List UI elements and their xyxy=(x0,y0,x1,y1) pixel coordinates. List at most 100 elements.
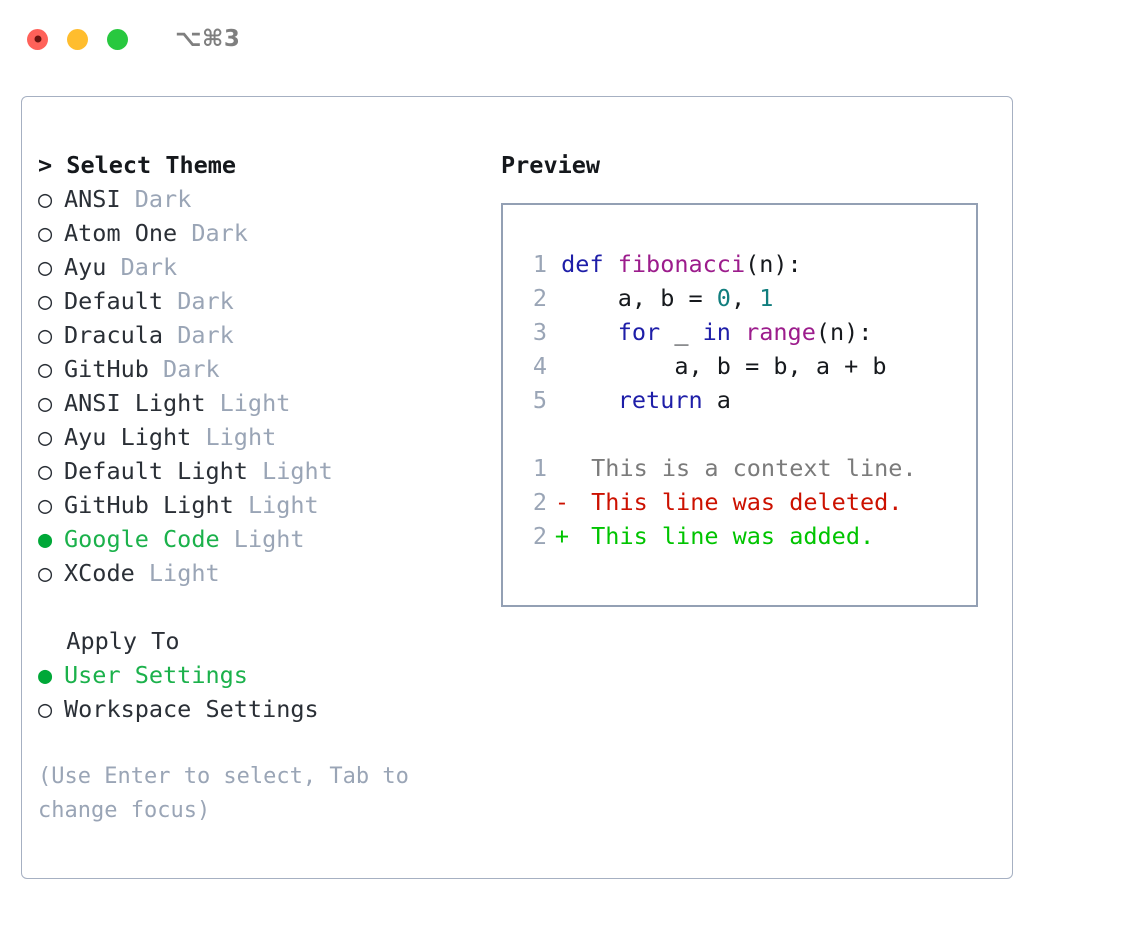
diff-line-number: 1 xyxy=(532,454,547,482)
diff-spacer xyxy=(503,417,976,451)
radio-unselected-icon: ○ xyxy=(38,253,53,281)
radio-unselected-icon: ○ xyxy=(38,219,53,247)
close-window-icon[interactable] xyxy=(27,28,48,50)
theme-option-github[interactable]: ○GitHub Dark xyxy=(38,352,498,386)
theme-option-variant-badge: Light xyxy=(148,559,220,587)
section-spacer xyxy=(38,590,498,624)
code-token-pl: a xyxy=(702,386,731,414)
code-token-kw: return xyxy=(617,386,703,414)
theme-option-xcode[interactable]: ○XCode Light xyxy=(38,556,498,590)
radio-unselected-icon: ○ xyxy=(38,457,53,485)
radio-unselected-icon: ○ xyxy=(38,695,53,723)
maximize-window-icon[interactable] xyxy=(107,28,128,50)
radio-selected-icon: ● xyxy=(38,525,53,553)
theme-option-label: ANSI xyxy=(64,185,121,213)
theme-option-ansi[interactable]: ○ANSI Dark xyxy=(38,182,498,216)
code-token-pl xyxy=(561,318,618,346)
code-token-pl: , xyxy=(730,284,760,312)
diff-line-add: 2+ This line was added. xyxy=(503,519,976,553)
code-token-pl: _ xyxy=(660,318,703,346)
theme-option-variant-badge: Dark xyxy=(191,219,248,247)
code-line: 2 a, b = 0, 1 xyxy=(503,281,976,315)
minimize-window-icon[interactable] xyxy=(67,28,88,50)
radio-selected-icon: ● xyxy=(38,661,53,689)
code-token-pl: a, b = b, a + b xyxy=(561,352,887,380)
left-column: > Select Theme ○ANSI Dark○Atom One Dark○… xyxy=(38,148,498,828)
main-panel: > Select Theme ○ANSI Dark○Atom One Dark○… xyxy=(21,96,1013,879)
apply-to-option-label: User Settings xyxy=(64,661,248,689)
apply-to-header: Apply To xyxy=(38,627,180,655)
code-line-number: 1 xyxy=(532,250,547,278)
keyboard-hint-text: (Use Enter to select, Tab to change focu… xyxy=(38,764,423,823)
diff-line-del: 2- This line was deleted. xyxy=(503,485,976,519)
code-token-pl xyxy=(604,250,618,278)
code-token-fn: range xyxy=(745,318,816,346)
theme-option-default-light[interactable]: ○ Default Light Light xyxy=(38,454,498,488)
code-line-number: 3 xyxy=(532,318,547,346)
theme-option-atom-one[interactable]: ○ Atom One Dark xyxy=(38,216,498,250)
code-token-num: 1 xyxy=(759,284,774,312)
theme-option-label: GitHub xyxy=(64,355,149,383)
theme-option-variant-badge: Light xyxy=(262,457,333,485)
radio-unselected-icon: ○ xyxy=(38,423,53,451)
theme-option-ayu-light[interactable]: ○ Ayu Light Light xyxy=(38,420,498,454)
code-token-pl xyxy=(731,318,745,346)
theme-option-label: ANSI Light xyxy=(64,389,206,417)
theme-option-google-code[interactable]: ● Google Code Light xyxy=(38,522,498,556)
hint-spacer xyxy=(38,726,498,760)
theme-option-ayu[interactable]: ○ Ayu Dark xyxy=(38,250,498,284)
radio-unselected-icon: ○ xyxy=(38,389,53,417)
apply-to-option-user-settings[interactable]: ● User Settings xyxy=(38,658,498,692)
apply-to-option-list: ● User Settings ○ Workspace Settings xyxy=(38,658,498,726)
code-token-pl xyxy=(561,386,618,414)
theme-option-label: XCode xyxy=(64,559,135,587)
code-line-number: 5 xyxy=(532,386,547,414)
theme-option-variant-badge: Light xyxy=(219,389,291,417)
radio-unselected-icon: ○ xyxy=(38,491,53,519)
theme-option-dracula[interactable]: ○Dracula Dark xyxy=(38,318,498,352)
diff-block: 1 This is a context line.2- This line wa… xyxy=(503,451,976,553)
preview-title: Preview xyxy=(501,151,601,179)
theme-option-label: Default Light xyxy=(64,457,248,485)
apply-to-option-workspace-settings[interactable]: ○ Workspace Settings xyxy=(38,692,498,726)
diff-line-text: This line was added. xyxy=(591,522,875,550)
theme-option-variant-badge: Dark xyxy=(177,287,234,315)
code-token-fn: fibonacci xyxy=(617,250,746,278)
diff-line-ctx: 1 This is a context line. xyxy=(503,451,976,485)
theme-option-label: Ayu xyxy=(64,253,107,281)
code-token-num: 0 xyxy=(716,284,731,312)
theme-option-default[interactable]: ○ Default Dark xyxy=(38,284,498,318)
right-column: Preview 1 def fibonacci (n): 2 a, b = 0, 1… xyxy=(501,148,991,607)
theme-option-variant-badge: Dark xyxy=(163,355,220,383)
theme-option-label: Ayu Light xyxy=(64,423,192,451)
code-token-kw: for xyxy=(617,318,661,346)
diff-line-number: 2 xyxy=(532,522,547,550)
code-line-number: 4 xyxy=(532,352,547,380)
theme-option-github-light[interactable]: ○GitHub Light Light xyxy=(38,488,498,522)
code-token-pl: (n): xyxy=(815,318,873,346)
theme-option-variant-badge: Dark xyxy=(177,321,234,349)
code-token-pl: a, b = xyxy=(561,284,717,312)
radio-unselected-icon: ○ xyxy=(38,287,53,315)
code-line: 5 return a xyxy=(503,383,976,417)
radio-unselected-icon: ○ xyxy=(38,185,53,213)
theme-option-label: Atom One xyxy=(64,219,178,247)
radio-unselected-icon: ○ xyxy=(38,321,53,349)
keyboard-shortcut-label: ⌥⌘3 xyxy=(175,26,241,52)
select-theme-header: > Select Theme xyxy=(38,151,237,179)
theme-option-label: Google Code xyxy=(64,525,220,553)
theme-option-variant-badge: Light xyxy=(205,423,277,451)
theme-option-variant-badge: Light xyxy=(233,525,305,553)
code-token-kw: def xyxy=(561,250,604,278)
theme-option-label: Default xyxy=(64,287,164,315)
code-line-number: 2 xyxy=(532,284,547,312)
code-line: 3 for _ in range(n): xyxy=(503,315,976,349)
theme-option-variant-badge: Dark xyxy=(120,253,178,281)
apply-to-option-label: Workspace Settings xyxy=(64,695,319,723)
theme-option-ansi-light[interactable]: ○ ANSI Light Light xyxy=(38,386,498,420)
theme-option-list: ○ ANSI Dark ○ Atom One Dark ○ Ayu Dark ○ Defaul… xyxy=(38,182,498,590)
